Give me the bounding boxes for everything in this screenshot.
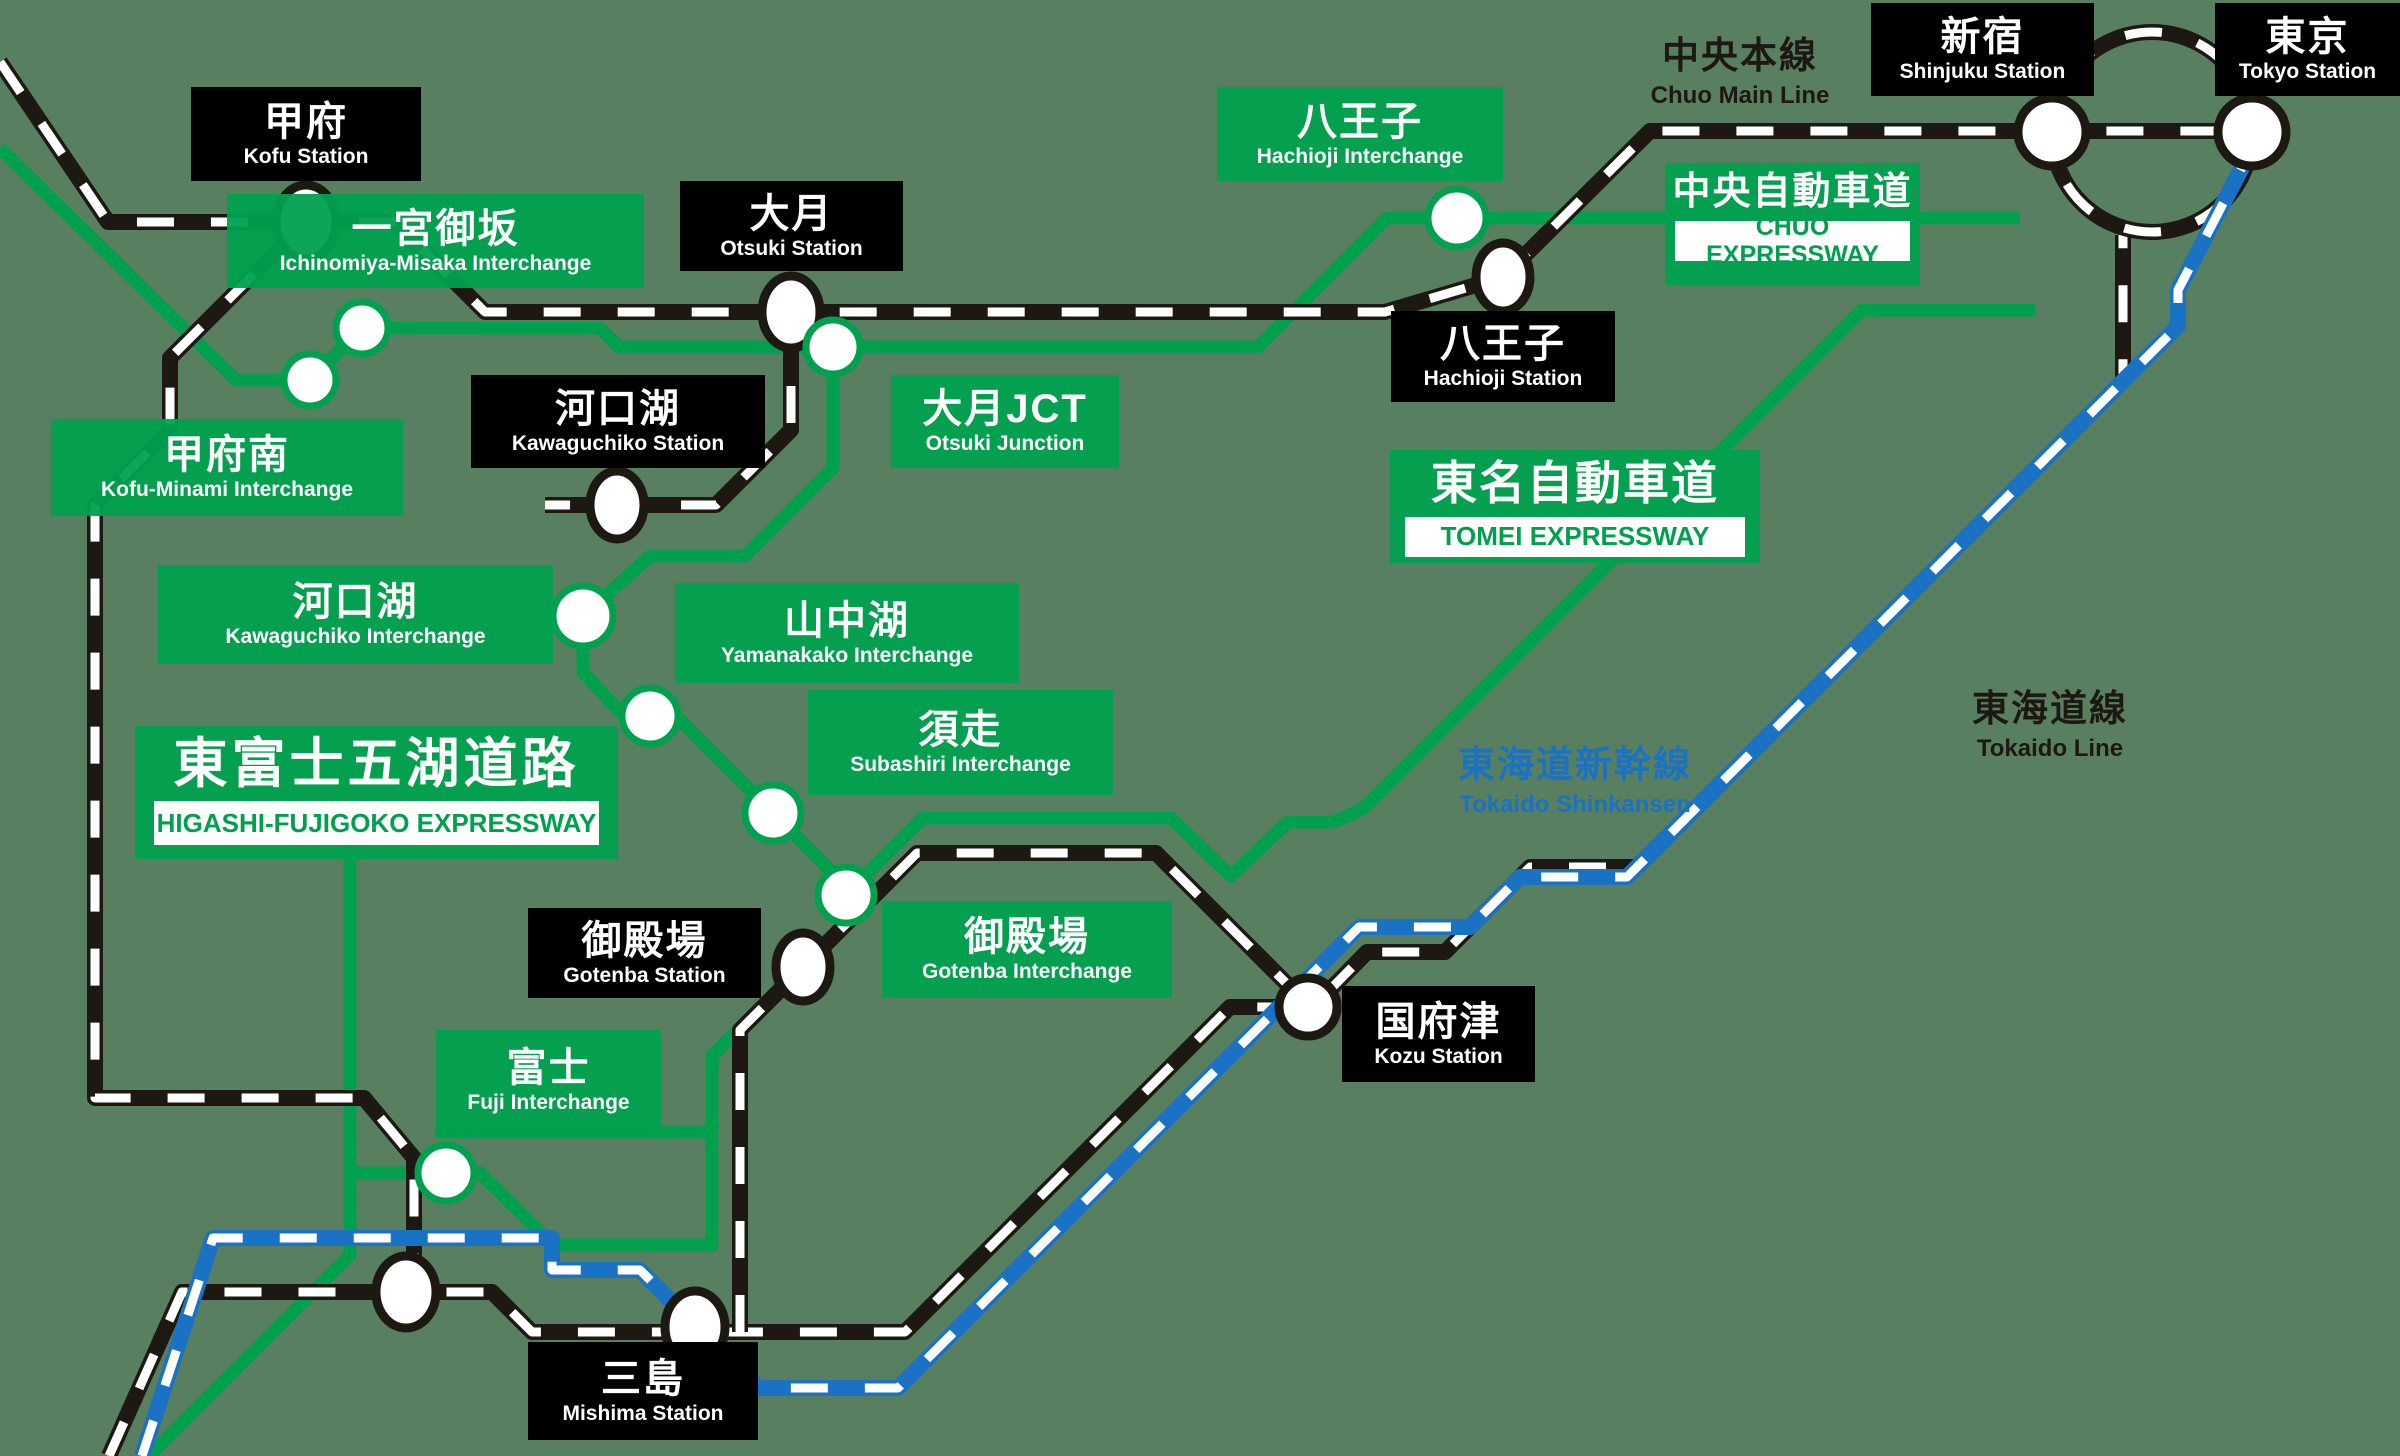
chuo-expressway-line <box>0 143 2020 387</box>
label-chuo-expressway: 中央自動車道 CHUO EXPRESSWAY <box>1665 163 1920 285</box>
label-hachioji-station: 八王子 Hachioji Station <box>1391 311 1615 402</box>
node-hachioji-station <box>1471 238 1535 316</box>
label-ichinomiya-misaka-interchange: 一宮御坂 Ichinomiya-Misaka Interchange <box>227 194 644 288</box>
label-higashi-fujigoko-expressway: 東富士五湖道路 HIGASHI-FUJIGOKO EXPRESSWAY <box>135 726 618 859</box>
higashi-fujigoko-en-strip: HIGASHI-FUJIGOKO EXPRESSWAY <box>154 801 599 846</box>
node-otsuki-junction <box>802 316 864 378</box>
node-kawaguchiko-interchange <box>549 582 617 650</box>
node-kozu-station <box>1274 973 1342 1041</box>
label-tokaido-shinkansen: 東海道新幹線 Tokaido Shinkansen <box>1458 744 1692 819</box>
label-kofu-minami-interchange: 甲府南 Kofu-Minami Interchange <box>51 419 403 516</box>
minobu-line <box>87 216 422 1292</box>
label-gotenba-station: 御殿場 Gotenba Station <box>528 908 761 998</box>
node-yamanakako-interchange <box>618 684 682 748</box>
node-fuji-interchange <box>414 1141 478 1205</box>
label-kawaguchiko-station: 河口湖 Kawaguchiko Station <box>471 375 765 468</box>
kofu-station-jp: 甲府 <box>264 99 348 144</box>
tomei-expressway-en-strip: TOMEI EXPRESSWAY <box>1404 516 1746 557</box>
label-gotenba-interchange: 御殿場 Gotenba Interchange <box>882 901 1172 998</box>
node-gotenba-station <box>771 928 835 1006</box>
gotenba-line <box>732 845 1315 1332</box>
chuo-expressway-en-strip: CHUO EXPRESSWAY <box>1675 213 1910 269</box>
label-kozu-station: 国府津 Kozu Station <box>1342 986 1535 1082</box>
node-hachioji-interchange <box>1424 185 1490 251</box>
node-kofu-minami-interchange <box>280 350 340 410</box>
label-otsuki-junction: 大月JCT Otsuki Junction <box>891 375 1119 468</box>
node-gotenba-interchange <box>814 863 878 927</box>
fuji-road-south-line <box>144 830 357 1456</box>
label-tokaido-line: 東海道線 Tokaido Line <box>1972 688 2128 763</box>
node-kawaguchiko-station <box>585 466 649 544</box>
label-yamanakako-interchange: 山中湖 Yamanakako Interchange <box>675 583 1019 683</box>
label-otsuki-station: 大月 Otsuki Station <box>680 181 903 271</box>
label-kofu-station: 甲府 Kofu Station <box>191 87 421 181</box>
chuo-main-line <box>0 57 2252 320</box>
node-tokyo-station <box>2213 93 2291 171</box>
node-otsuki-station <box>757 271 825 353</box>
label-subashiri-interchange: 須走 Subashiri Interchange <box>808 690 1113 795</box>
label-mishima-station: 三島 Mishima Station <box>528 1342 758 1440</box>
label-tomei-expressway: 東名自動車道 TOMEI EXPRESSWAY <box>1390 450 1760 563</box>
label-kawaguchiko-interchange: 河口湖 Kawaguchiko Interchange <box>158 565 553 664</box>
label-tokyo-station: 東京 Tokyo Station <box>2215 3 2400 96</box>
node-subashiri-interchange <box>741 781 805 845</box>
label-hachioji-interchange: 八王子 Hachioji Interchange <box>1217 87 1503 181</box>
node-junction-unlabeled <box>371 1251 441 1333</box>
node-shinjuku-station <box>2013 93 2091 171</box>
label-fuji-interchange: 富士 Fuji Interchange <box>436 1030 661 1131</box>
label-shinjuku-station: 新宿 Shinjuku Station <box>1871 3 2094 96</box>
kofu-station-en: Kofu Station <box>243 144 369 168</box>
label-chuo-main-line: 中央本線 Chuo Main Line <box>1650 35 1830 110</box>
node-ichinomiya-misaka-interchange <box>332 298 392 358</box>
